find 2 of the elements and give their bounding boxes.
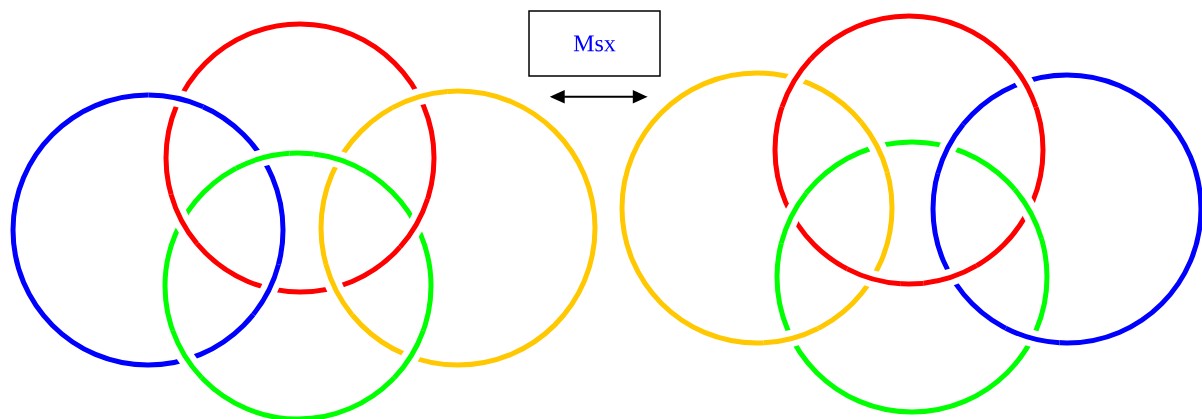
- link-drawing: [619, 13, 1202, 415]
- label-box: Msx: [528, 10, 661, 77]
